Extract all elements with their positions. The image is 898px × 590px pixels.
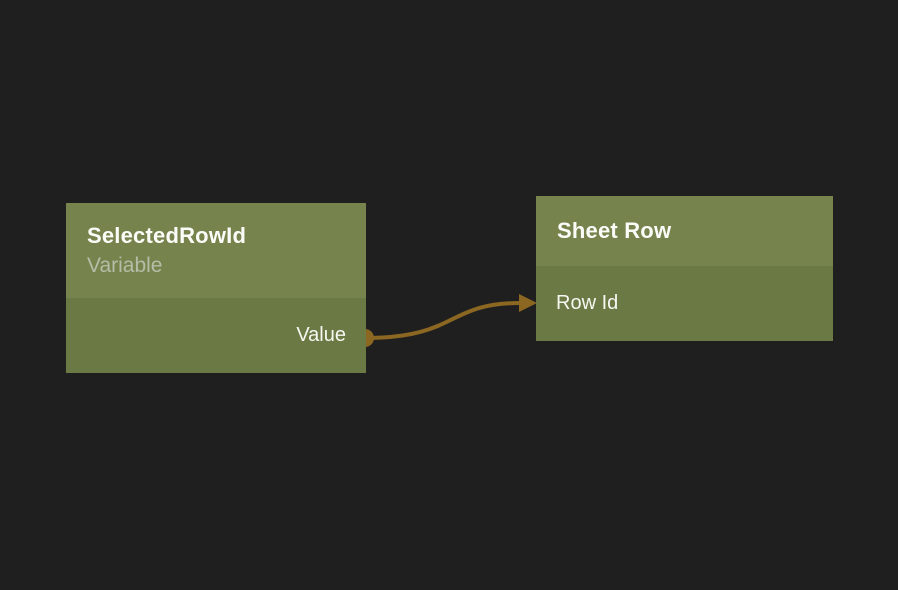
variable-node-body: Value (66, 298, 366, 373)
node-sheet-row[interactable]: Sheet Row Row Id (536, 196, 833, 341)
connection-wire[interactable] (364, 301, 521, 340)
sheet-row-node-header[interactable]: Sheet Row (536, 196, 833, 266)
sheet-row-node-body: Row Id (536, 266, 833, 341)
variable-node-subtitle: Variable (87, 253, 163, 277)
connection-arrowhead-icon (519, 294, 537, 312)
port-value-output[interactable]: Value (66, 298, 366, 373)
port-rowid-input[interactable]: Row Id (536, 266, 833, 341)
port-value-label: Value (296, 324, 346, 346)
node-variable[interactable]: SelectedRowId Variable Value (66, 203, 366, 373)
port-rowid-label: Row Id (556, 292, 619, 314)
variable-node-title: SelectedRowId (87, 223, 247, 249)
sheet-row-node-title: Sheet Row (557, 218, 672, 244)
variable-node-header[interactable]: SelectedRowId Variable (66, 203, 366, 298)
